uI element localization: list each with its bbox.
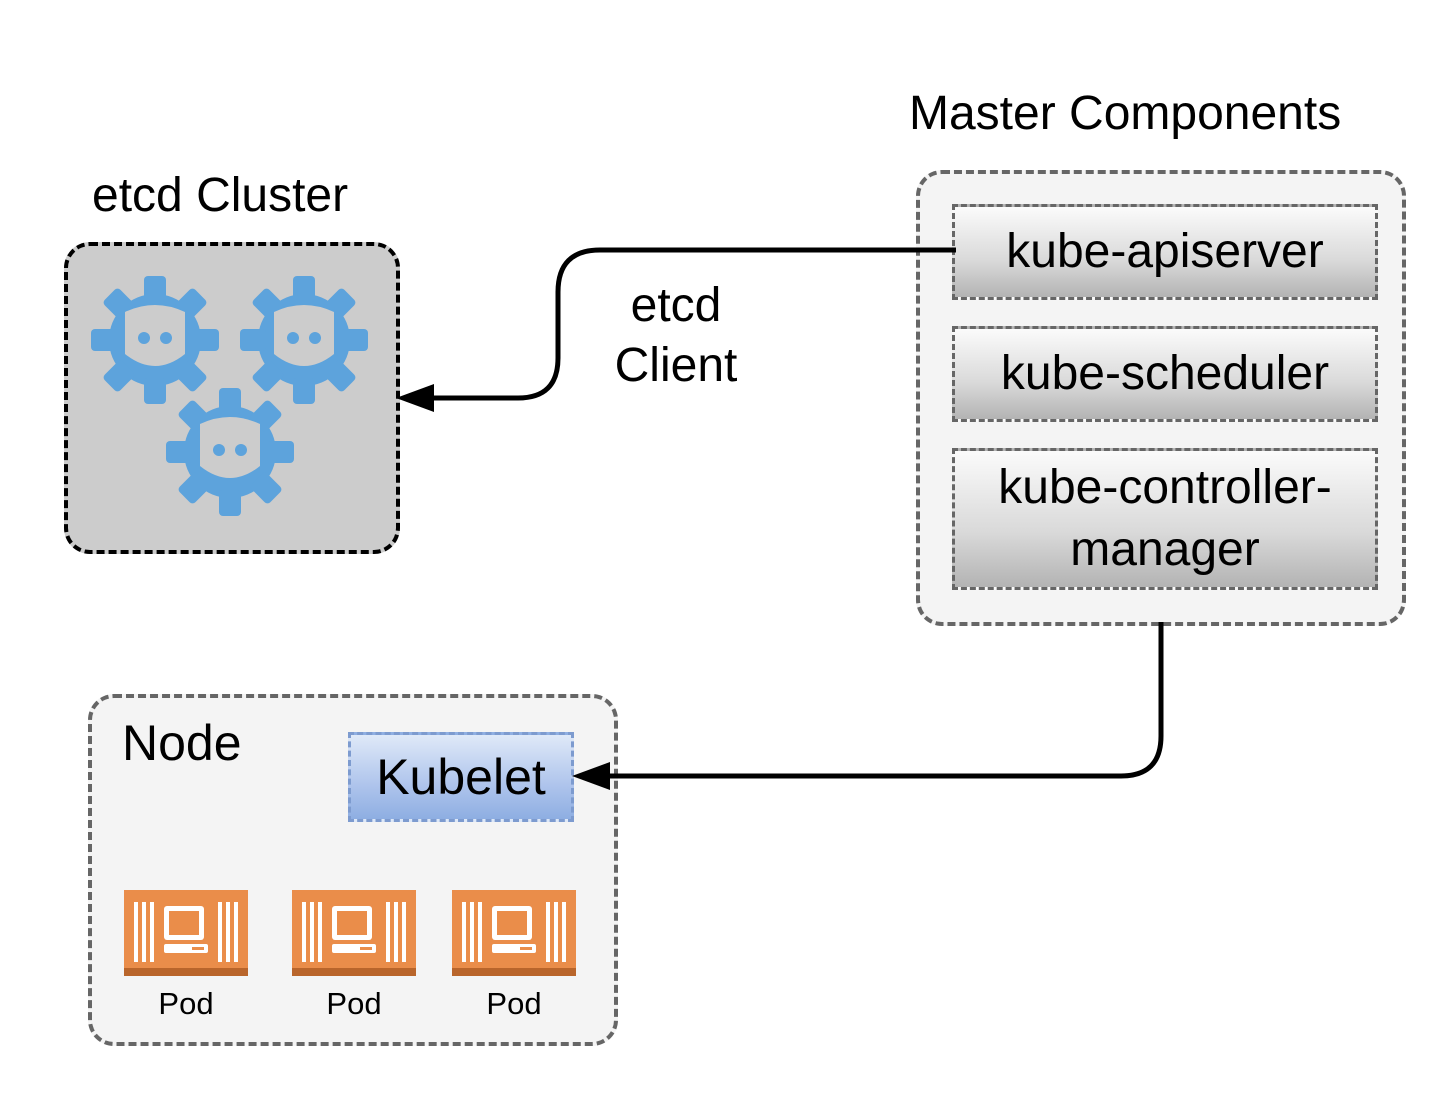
etcd-client-label-line2: Client — [614, 339, 738, 392]
kube-apiserver-box: kube-apiserver — [952, 204, 1378, 300]
kubelet-box: Kubelet — [348, 732, 574, 822]
etcd-client-connector — [432, 247, 956, 401]
pod-label: Pod — [326, 986, 382, 1021]
pod-label: Pod — [158, 986, 214, 1021]
pod-icon — [292, 890, 416, 976]
master-to-kubelet-connector — [608, 622, 1164, 779]
pod-icon — [124, 890, 248, 976]
etcd-cluster-title: etcd Cluster — [92, 169, 349, 222]
arrowhead-icon — [396, 384, 434, 412]
etcd-gear-icon — [91, 276, 219, 404]
etcd-client-label-line1: etcd — [630, 279, 722, 332]
etcd-gear-icon — [166, 388, 294, 516]
master-components-title: Master Components — [909, 87, 1342, 140]
kube-scheduler-box: kube-scheduler — [952, 326, 1378, 422]
node-title: Node — [122, 715, 242, 771]
pod-icon — [452, 890, 576, 976]
kube-controller-manager-box: kube-controller-manager — [952, 448, 1378, 590]
etcd-gear-icon — [240, 276, 368, 404]
pod-label: Pod — [486, 986, 542, 1021]
arrowhead-icon — [572, 762, 610, 790]
